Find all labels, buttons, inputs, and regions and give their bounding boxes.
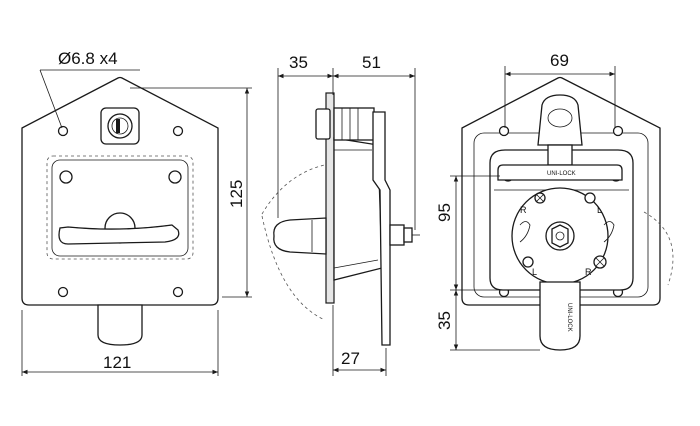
right-marker: R	[520, 205, 527, 215]
handle-stub	[273, 217, 327, 255]
mount-hole	[172, 125, 184, 137]
hole-label: Ø6.8 x4	[58, 49, 118, 68]
bottom-label: 27	[341, 349, 360, 368]
mount-hole	[57, 286, 69, 298]
rear-width-label: 69	[550, 51, 569, 70]
right-marker-2: R	[585, 267, 592, 277]
plate-label: UNI-LOCK	[547, 171, 576, 177]
depth-front-label: 35	[289, 53, 308, 72]
mount-hole	[57, 125, 69, 137]
height-label: 125	[227, 180, 246, 208]
front-view: Ø6.8 x4 121 125	[21, 49, 252, 376]
handle-label: UNI-LOCK	[566, 303, 572, 332]
rear-lower-label: 35	[435, 311, 454, 330]
left-marker-2: L	[532, 267, 537, 277]
rear-height-label: 95	[435, 203, 454, 222]
rear-view: UNI-LOCK R L L R UNI-LOCK 69 95 3	[435, 51, 674, 351]
side-view: 35 51 27	[261, 53, 420, 376]
mount-hole	[172, 286, 184, 298]
depth-back-label: 51	[362, 53, 381, 72]
rear-handle	[539, 281, 581, 351]
width-label: 121	[103, 353, 131, 372]
left-marker: L	[597, 205, 602, 215]
